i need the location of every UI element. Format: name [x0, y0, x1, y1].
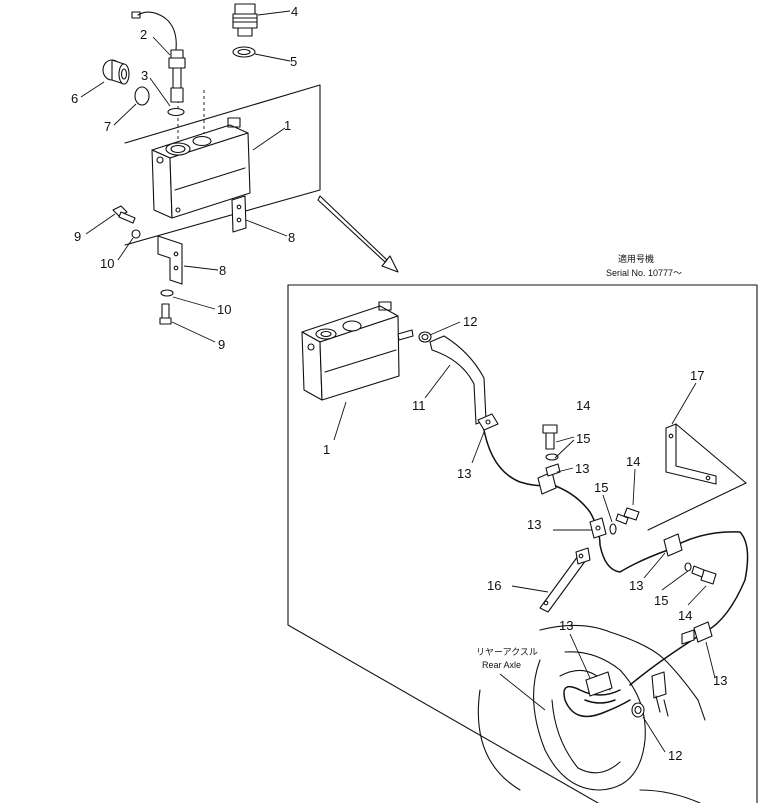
callout-13-a: 13 [457, 466, 471, 481]
detail-view [287, 284, 758, 803]
callout-8-right: 8 [288, 230, 295, 245]
bolt-part-14-c [691, 565, 717, 585]
callout-13-c: 13 [527, 517, 541, 532]
washer-part-15-c [684, 562, 692, 572]
detail-arrow [317, 195, 399, 273]
callout-17: 17 [690, 368, 704, 383]
callout-3: 3 [141, 68, 148, 83]
callout-13-b: 13 [575, 461, 589, 476]
callout-12-lower: 12 [668, 748, 682, 763]
clamp-part-13-b [537, 463, 561, 495]
callout-2: 2 [140, 27, 147, 42]
rear-axle [477, 624, 706, 803]
bolt-part-9-upper [112, 205, 136, 224]
washer-part-10-lower [160, 289, 174, 297]
bracket-part-17 [665, 423, 717, 485]
serial-label: Serial No. 10777～ [606, 268, 682, 278]
washer-part-15-a [545, 453, 559, 461]
callout-10-upper: 10 [100, 256, 114, 271]
bracket-part-8-left [157, 235, 183, 285]
rear-axle-label-jp: リヤーアクスル [476, 647, 538, 657]
tank-detail [301, 301, 414, 401]
callout-1-upper: 1 [284, 118, 291, 133]
sensor-part-2 [131, 11, 186, 103]
callout-8-left: 8 [219, 263, 226, 278]
bolt-part-14-b [615, 507, 640, 525]
callout-15-b: 15 [594, 480, 608, 495]
callout-6: 6 [71, 91, 78, 106]
cap-part-4 [232, 3, 258, 37]
rear-axle-label: Rear Axle [482, 660, 521, 670]
oring-part-3 [167, 107, 185, 117]
washer-part-10-upper [131, 229, 141, 239]
bolt-part-9-lower [159, 303, 172, 325]
callout-15-a: 15 [576, 431, 590, 446]
clamp-part-13-a [477, 413, 499, 431]
clamp-part-13-d [663, 533, 683, 557]
clamp-part-12-upper [418, 331, 432, 343]
clamp-part-13-c [589, 517, 607, 539]
callout-10-lower: 10 [217, 302, 231, 317]
callout-9-upper: 9 [74, 229, 81, 244]
callout-16: 16 [487, 578, 501, 593]
callout-12-upper: 12 [463, 314, 477, 329]
serial-label-jp: 適用号機 [618, 253, 654, 264]
detail-frame-left [287, 284, 599, 803]
oring-part-7 [134, 86, 150, 106]
callout-9-lower: 9 [218, 337, 225, 352]
callout-5: 5 [290, 54, 297, 69]
callout-14-a: 14 [576, 398, 590, 413]
callout-1-detail: 1 [323, 442, 330, 457]
callout-11: 11 [412, 398, 426, 413]
plug-part-6 [102, 59, 130, 85]
reference-plane [124, 84, 321, 246]
callout-13-f: 13 [559, 618, 573, 633]
washer-part-15-b [609, 523, 617, 535]
tank-upper [151, 117, 251, 219]
upper-assembly [80, 3, 321, 343]
callout-14-b: 14 [626, 454, 640, 469]
detail-frame [287, 284, 758, 803]
callout-4: 4 [291, 4, 298, 19]
gasket-part-5 [232, 46, 256, 58]
clamp-part-12-lower [631, 702, 645, 718]
brake-line [482, 423, 749, 686]
bracket-part-8-right [231, 195, 247, 233]
callout-14-c: 14 [678, 608, 692, 623]
callout-13-d: 13 [629, 578, 643, 593]
callout-labels: 1 2 3 4 5 6 7 8 8 9 9 10 10 1 11 12 12 1… [71, 4, 727, 763]
bracket-part-16 [539, 547, 591, 613]
bolt-part-14-a [542, 424, 558, 450]
callout-13-e: 13 [713, 673, 727, 688]
callout-7: 7 [104, 119, 111, 134]
ref-line-detail [647, 482, 747, 531]
clamp-part-13-e [681, 621, 713, 645]
callout-15-c: 15 [654, 593, 668, 608]
